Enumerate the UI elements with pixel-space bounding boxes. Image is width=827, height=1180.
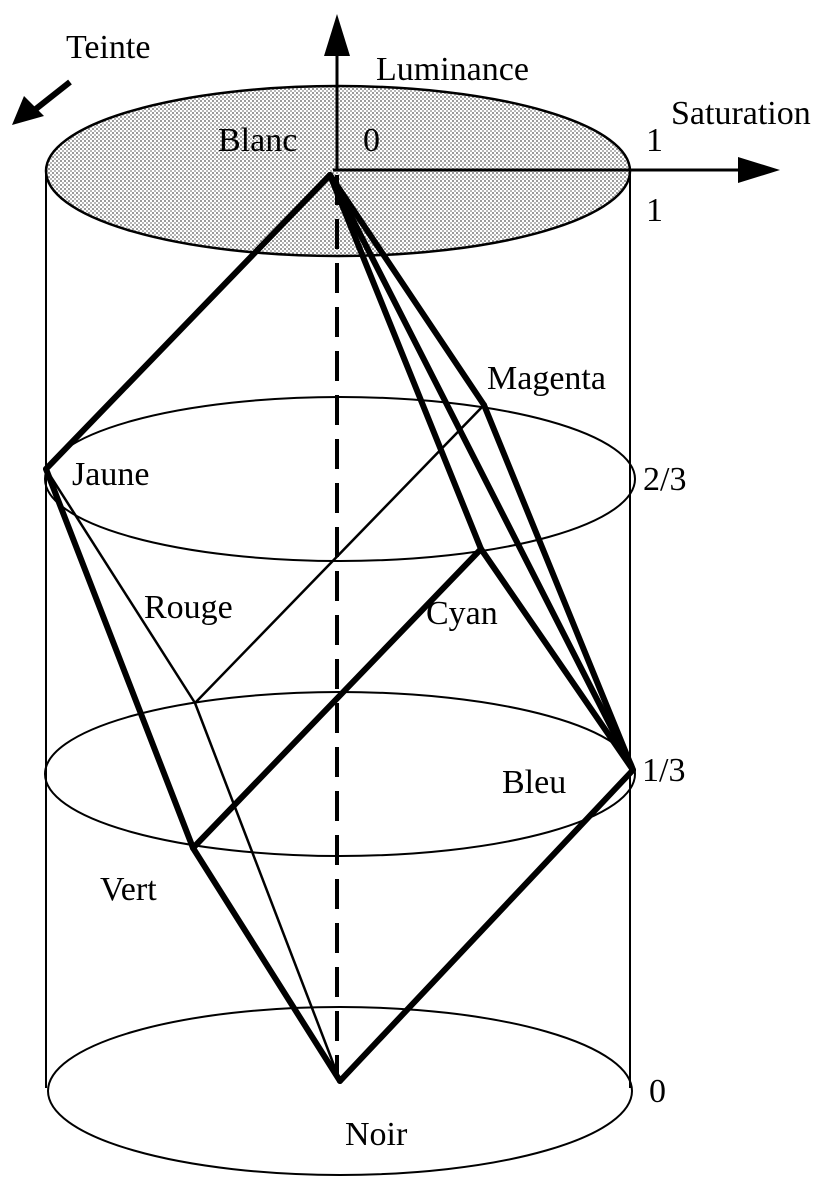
vertex-label-magenta: Magenta	[487, 360, 606, 397]
luminance-axis-label: Luminance	[376, 51, 529, 88]
vertex-label-white: Blanc	[218, 122, 297, 159]
saturation-tick-zero: 0	[363, 122, 380, 159]
hue-arrow-shaft	[30, 79, 72, 115]
edge-white-cyan	[327, 172, 484, 552]
level-ellipse-two-thirds	[44, 396, 636, 562]
edge-red-black	[193, 702, 342, 1082]
edge-yellow-red	[44, 468, 197, 704]
saturation-arrowhead	[738, 157, 780, 183]
edge-magenta-blue	[481, 402, 636, 773]
thin-edges	[44, 404, 485, 1082]
vertex-label-yellow: Jaune	[72, 456, 149, 493]
vertex-label-blue: Bleu	[502, 764, 566, 801]
edge-white-blue	[327, 172, 636, 773]
saturation-tick-one: 1	[646, 122, 663, 159]
saturation-axis-label: Saturation	[671, 95, 811, 132]
vertex-label-red: Rouge	[144, 589, 233, 626]
cylinder	[44, 84, 636, 1176]
luminance-arrowhead	[324, 14, 350, 56]
hue-axis-label: Teinte	[66, 29, 150, 66]
vertex-label-black: Noir	[345, 1116, 408, 1153]
luminance-tick-two-thirds: 2/3	[643, 461, 686, 498]
hue-arrow	[12, 79, 72, 125]
edge-yellow-green	[43, 466, 196, 851]
luminance-tick-bottom: 0	[649, 1073, 666, 1110]
edge-blue-black	[337, 767, 636, 1084]
vertex-label-green: Vert	[100, 871, 157, 908]
edge-green-cyan	[190, 546, 484, 851]
edge-green-black	[190, 845, 343, 1084]
luminance-tick-top: 1	[646, 192, 663, 229]
edge-red-magenta	[194, 404, 485, 704]
edge-cyan-blue	[478, 546, 636, 773]
edge-white-yellow	[43, 172, 333, 472]
vertex-label-cyan: Cyan	[426, 595, 498, 632]
thick-edges	[43, 172, 636, 1084]
edge-white-magenta	[327, 172, 487, 408]
luminance-axis	[324, 14, 350, 1078]
cylinder-bottom-ellipse	[47, 1006, 633, 1176]
saturation-axis	[333, 157, 780, 183]
luminance-tick-one-third: 1/3	[642, 752, 685, 789]
hue-arrowhead	[12, 96, 44, 125]
